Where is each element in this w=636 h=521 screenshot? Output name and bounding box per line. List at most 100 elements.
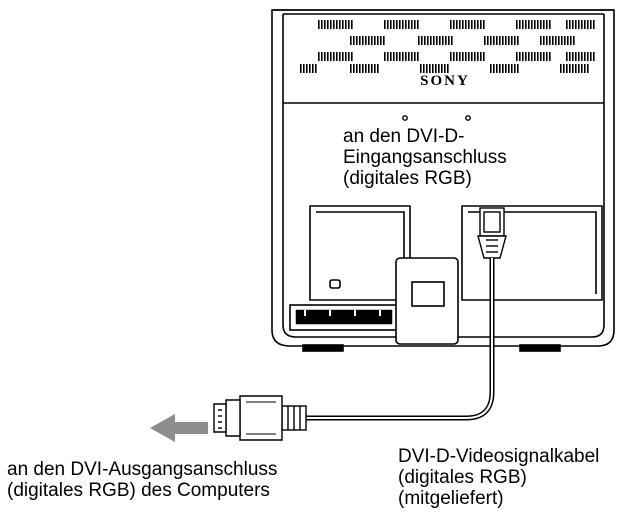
vent-slot [405, 20, 407, 29]
vent-slot [514, 64, 516, 73]
vent-slot [584, 52, 586, 61]
vent-slot [451, 36, 453, 45]
vent-slot [359, 36, 361, 45]
vent-slot [465, 52, 467, 61]
vent-slot [420, 64, 422, 73]
label-line: (mitgeliefert) [398, 488, 504, 509]
vent-slot [566, 52, 568, 61]
vent-slot [511, 64, 513, 73]
vent-slot [330, 20, 332, 29]
vent-slot [534, 52, 536, 61]
vent-slot [390, 20, 392, 29]
vent-slot [581, 52, 583, 61]
vent-slot [540, 20, 542, 29]
vent-slot [342, 52, 344, 61]
vent-slot [336, 20, 338, 29]
vent-slot [584, 64, 586, 73]
vent-slot [540, 36, 542, 45]
vent-slot [560, 64, 562, 73]
vent-slot [537, 52, 539, 61]
label-computer-output: an den DVI-Ausgangsanschluss (digitales … [7, 459, 277, 501]
vent-slot [581, 20, 583, 29]
vent-slot [514, 36, 516, 45]
vent-slot [408, 52, 410, 61]
vent-slot [593, 52, 595, 61]
vent-slot [321, 20, 323, 29]
vent-slot [566, 20, 568, 29]
vent-slot [581, 64, 583, 73]
vent-slot [435, 64, 437, 73]
vent-slot [493, 64, 495, 73]
vent-slot [414, 52, 416, 61]
vent-slot [552, 36, 554, 45]
vent-slot [353, 36, 355, 45]
vent-slot [584, 20, 586, 29]
vent-slot [351, 20, 353, 29]
vent-slot [459, 52, 461, 61]
vent-slot [508, 36, 510, 45]
vent-slot [566, 64, 568, 73]
vent-slot [477, 52, 479, 61]
vent-slot [350, 36, 352, 45]
vent-slot [318, 52, 320, 61]
vent-slot [528, 52, 530, 61]
vent-slot [387, 52, 389, 61]
vent-slot [471, 52, 473, 61]
vent-slot [417, 52, 419, 61]
vent-slot [453, 52, 455, 61]
label-line: (digitales RGB) des Computers [7, 480, 270, 501]
vent-slot [531, 20, 533, 29]
arrow-left-icon [150, 414, 208, 442]
vent-slot [519, 52, 521, 61]
vent-slot [546, 20, 548, 29]
vent-slot [453, 20, 455, 29]
vent-slot [493, 36, 495, 45]
vent-slot [578, 64, 580, 73]
vent-slot [396, 20, 398, 29]
vent-slot [318, 20, 320, 29]
vent-slot [417, 20, 419, 29]
vent-slot [387, 20, 389, 29]
vent-slot [564, 36, 566, 45]
vent-slot [359, 64, 361, 73]
vent-slot [570, 36, 572, 45]
vent-slot [487, 36, 489, 45]
vent-slot [411, 52, 413, 61]
vent-slot [433, 36, 435, 45]
vent-slot [350, 64, 352, 73]
vent-slot [377, 64, 379, 73]
vent-slot [575, 20, 577, 29]
vent-slot [517, 64, 519, 73]
vent-slot [368, 64, 370, 73]
vent-slot [563, 64, 565, 73]
vent-slot [426, 64, 428, 73]
vent-slot [348, 52, 350, 61]
vent-slot [374, 36, 376, 45]
vent-slot [567, 36, 569, 45]
vent-slot [399, 20, 401, 29]
vent-slot [573, 36, 575, 45]
vent-slot [508, 64, 510, 73]
vent-slot [480, 20, 482, 29]
dvi-d-plug-computer-icon [213, 395, 307, 441]
vent-slot [543, 36, 545, 45]
vent-slot [371, 36, 373, 45]
vent-slot [456, 52, 458, 61]
vent-slot [546, 52, 548, 61]
vent-slot [448, 36, 450, 45]
vent-slot [324, 52, 326, 61]
vent-slot [462, 20, 464, 29]
label-line: an den DVI-D- [343, 126, 465, 147]
label-input-connector: an den DVI-D- Eingangsanschluss (digital… [343, 126, 507, 189]
label-line: DVI-D-Videosignalkabel [398, 446, 600, 467]
label-line: (digitales RGB) [398, 467, 527, 488]
vent-slot [393, 20, 395, 29]
vent-slot [587, 64, 589, 73]
dvi-d-plug-icon [477, 207, 507, 259]
vent-slot [444, 64, 446, 73]
vent-slot [365, 36, 367, 45]
label-cable: DVI-D-Videosignalkabel (digitales RGB) (… [398, 446, 599, 509]
vent-slot [572, 20, 574, 29]
vent-slot [522, 20, 524, 29]
